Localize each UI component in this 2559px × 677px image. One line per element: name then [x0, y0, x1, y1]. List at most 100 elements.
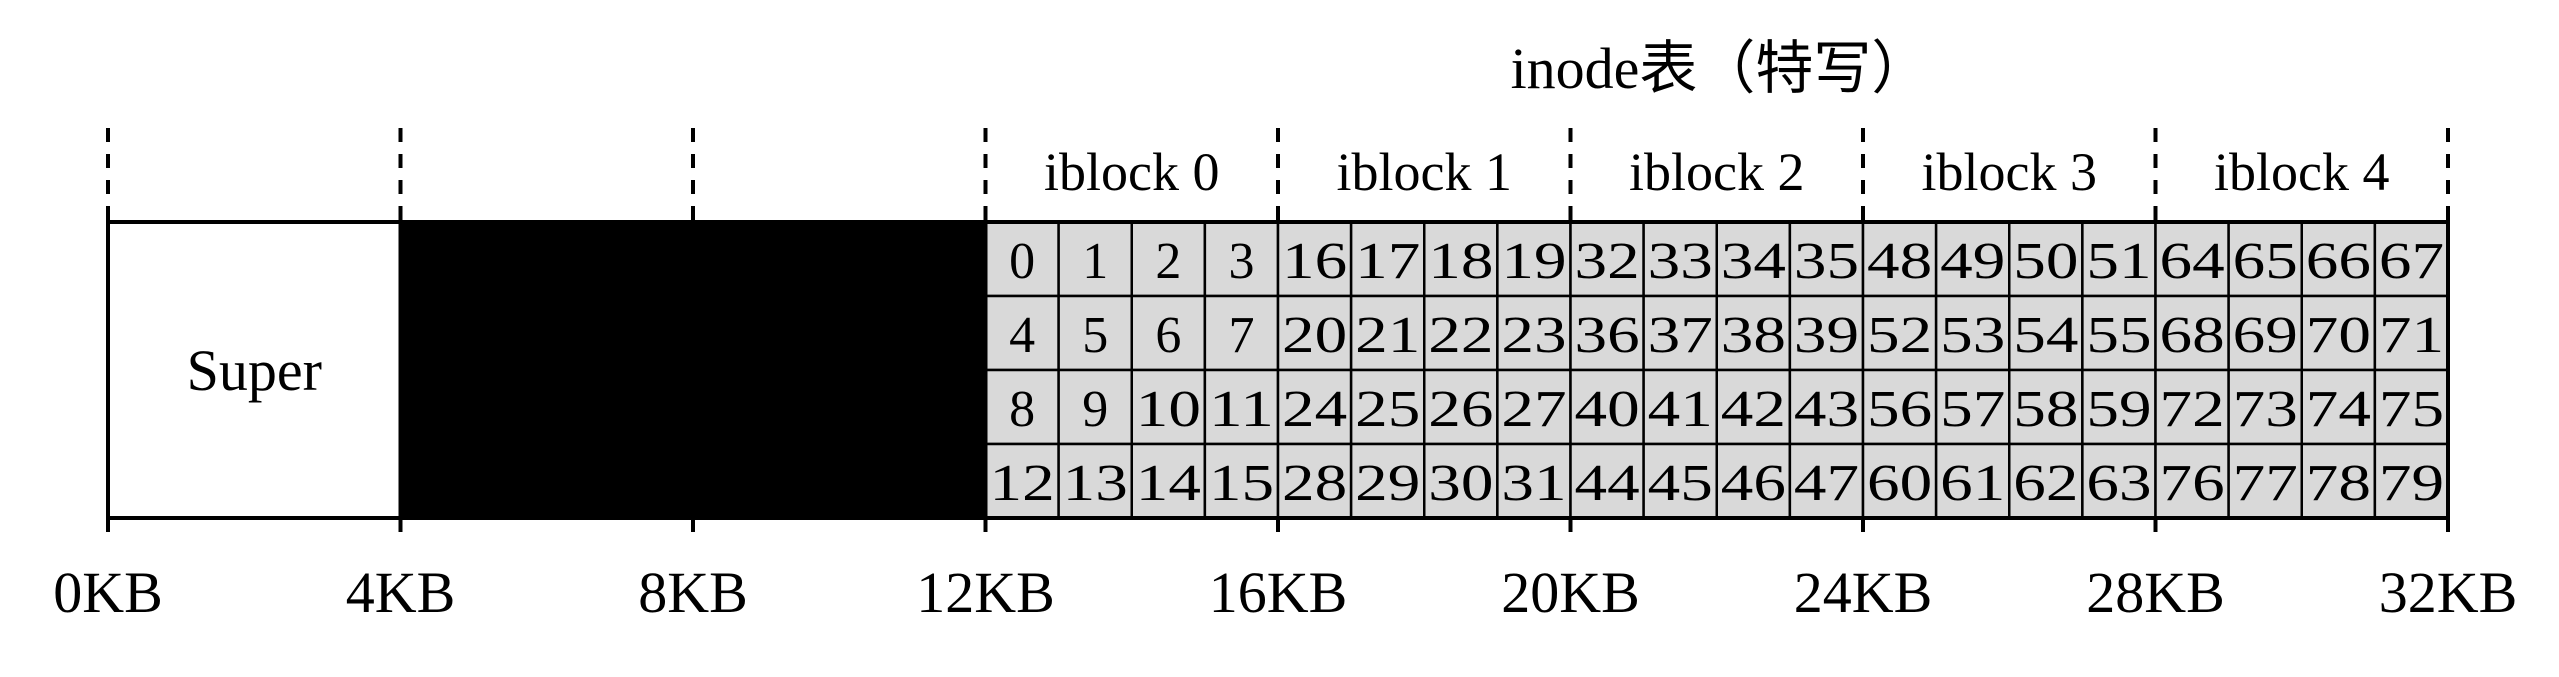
inode-cell — [1861, 294, 1938, 372]
inode-number: 24 — [1282, 381, 1347, 438]
inode-number: 30 — [1428, 455, 1493, 512]
iblock-label: iblock 3 — [1922, 142, 2097, 202]
inode-number: 70 — [2306, 307, 2371, 364]
inode-number: 16 — [1282, 233, 1347, 290]
inode-number: 66 — [2306, 233, 2371, 290]
inode-number: 41 — [1648, 381, 1713, 438]
inode-number: 21 — [1355, 307, 1420, 364]
inode-number: 27 — [1501, 381, 1566, 438]
inode-cell — [2154, 368, 2230, 446]
inode-number: 26 — [1428, 381, 1493, 438]
inode-cell — [2227, 368, 2303, 446]
inode-number: 72 — [2160, 381, 2225, 438]
inode-cell — [1861, 368, 1938, 446]
inode-table-title: inode表（特写） — [1511, 36, 1930, 101]
inode-cell — [1349, 220, 1426, 298]
inode-cell — [1057, 294, 1133, 372]
inode-number: 53 — [1940, 307, 2005, 364]
inode-cell — [1130, 368, 1207, 446]
axis-tick-label: 24KB — [1794, 560, 1933, 625]
inode-cell — [1642, 294, 1718, 372]
inode-number: 50 — [2013, 233, 2078, 290]
inode-number: 54 — [2013, 307, 2078, 364]
inode-number: 19 — [1501, 233, 1566, 290]
inode-number: 64 — [2160, 233, 2225, 290]
inode-cell — [2300, 220, 2377, 298]
axis-tick-label: 12KB — [916, 560, 1055, 625]
inode-number: 79 — [2379, 455, 2444, 512]
inode-cell — [1130, 442, 1207, 520]
inode-cell — [1130, 294, 1207, 372]
inode-number: 40 — [1575, 381, 1640, 438]
inode-number: 45 — [1648, 455, 1713, 512]
inode-number: 31 — [1501, 455, 1566, 512]
inode-cell — [1349, 442, 1426, 520]
inode-number: 12 — [990, 455, 1055, 512]
inode-cell — [1788, 442, 1865, 520]
inode-number: 28 — [1282, 455, 1347, 512]
inode-number: 33 — [1648, 233, 1713, 290]
inode-number: 4 — [1009, 307, 1035, 364]
inode-cell — [1569, 294, 1645, 372]
inode-number: 5 — [1082, 307, 1108, 364]
axis-tick-label: 20KB — [1501, 560, 1640, 625]
inode-number: 52 — [1867, 307, 1932, 364]
inode-cell — [1496, 368, 1572, 446]
inode-number: 76 — [2160, 455, 2225, 512]
iblock-label: iblock 1 — [1337, 142, 1512, 202]
inode-cell — [1569, 442, 1645, 520]
inode-cell — [2373, 368, 2450, 446]
inode-number: 10 — [1136, 381, 1201, 438]
region-label-i-bmap: i-bmap — [465, 338, 629, 403]
inode-number: 47 — [1794, 455, 1859, 512]
inode-cell — [2008, 220, 2084, 298]
inode-number: 36 — [1575, 307, 1640, 364]
inode-number: 0 — [1009, 233, 1035, 290]
inode-grid-border — [983, 220, 2450, 520]
axis-tick-label: 16KB — [1209, 560, 1348, 625]
inode-cell — [1788, 368, 1865, 446]
inode-number: 7 — [1228, 307, 1254, 364]
inode-number: 3 — [1228, 233, 1254, 290]
axis-tick-label: 28KB — [2086, 560, 2225, 625]
inode-number: 55 — [2086, 307, 2151, 364]
inode-number: 59 — [2086, 381, 2151, 438]
inode-cell — [2008, 368, 2084, 446]
inode-number: 18 — [1428, 233, 1493, 290]
tick-dashes — [106, 128, 2450, 540]
inode-number: 39 — [1794, 307, 1859, 364]
inode-number: 25 — [1355, 381, 1420, 438]
inode-number: 48 — [1867, 233, 1932, 290]
inode-cell — [1642, 442, 1718, 520]
inode-number: 74 — [2306, 381, 2371, 438]
inode-cell — [1057, 368, 1133, 446]
inode-number: 77 — [2233, 455, 2298, 512]
inode-number: 34 — [1721, 233, 1786, 290]
inode-number: 38 — [1721, 307, 1786, 364]
axis-tick-label: 0KB — [53, 560, 163, 625]
region-d-bmap — [691, 220, 988, 520]
inode-cell — [1203, 368, 1280, 446]
inode-number: 75 — [2379, 381, 2444, 438]
inode-number: 20 — [1282, 307, 1347, 364]
iblock-label: iblock 4 — [2214, 142, 2389, 202]
inode-number: 46 — [1721, 455, 1786, 512]
inode-number: 11 — [1209, 381, 1274, 438]
inode-cell — [984, 442, 1060, 520]
inode-number: 73 — [2233, 381, 2298, 438]
inode-number: 78 — [2306, 455, 2371, 512]
inode-number: 22 — [1428, 307, 1493, 364]
inode-number: 8 — [1009, 381, 1035, 438]
inode-number: 13 — [1063, 455, 1128, 512]
inode-number: 14 — [1136, 455, 1201, 512]
inode-number: 23 — [1501, 307, 1566, 364]
inode-number: 17 — [1355, 233, 1420, 290]
inode-number: 69 — [2233, 307, 2298, 364]
inode-number: 1 — [1082, 233, 1108, 290]
region-label-d-bmap: d-bmap — [751, 338, 928, 403]
